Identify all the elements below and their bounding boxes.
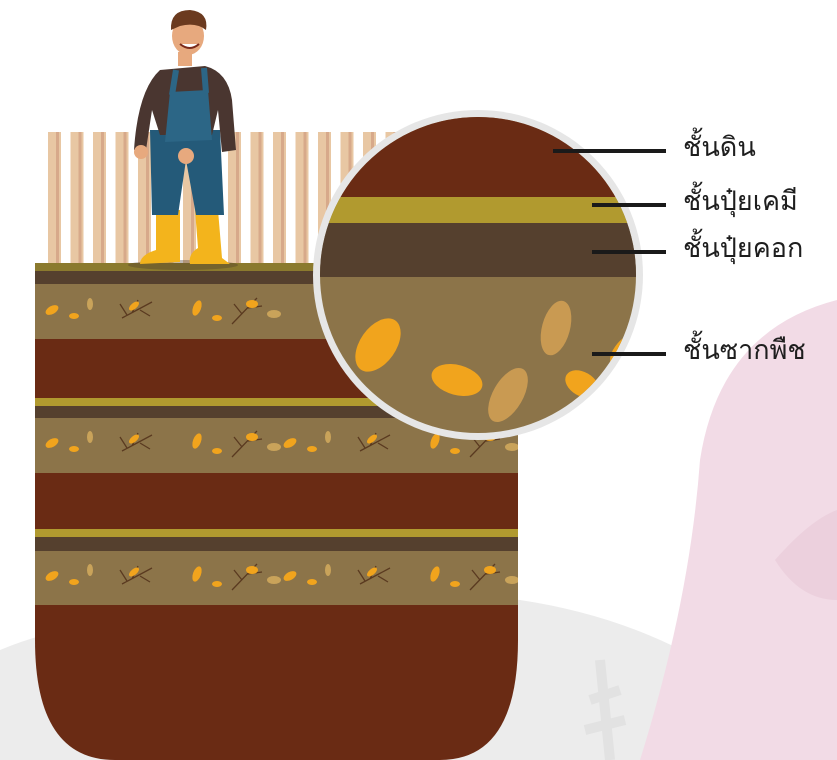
fence-post [71,132,84,264]
fence-post-shade [259,132,262,264]
magnified-view [310,110,650,440]
fence-post [296,132,309,264]
fence-post [116,132,129,264]
label-plant-debris-layer: ชั้นซากพืช [683,337,806,364]
fence-post-shade [236,132,239,264]
fence-post-shade [304,132,307,264]
label-compost-layer: ชั้นปุ๋ยคอก [683,235,803,262]
label-soil-layer: ชั้นดิน [683,134,756,161]
label-chemical-fertilizer-layer: ชั้นปุ๋ยเคมี [683,188,798,215]
fence-post [48,132,61,264]
fence-post-shade [281,132,284,264]
fence-post-shade [101,132,104,264]
fence-post-shade [124,132,127,264]
fence-post [251,132,264,264]
fence-post [93,132,106,264]
fence-post [273,132,286,264]
fence-post [228,132,241,264]
fence-post-shade [79,132,82,264]
fence-post-shade [56,132,59,264]
